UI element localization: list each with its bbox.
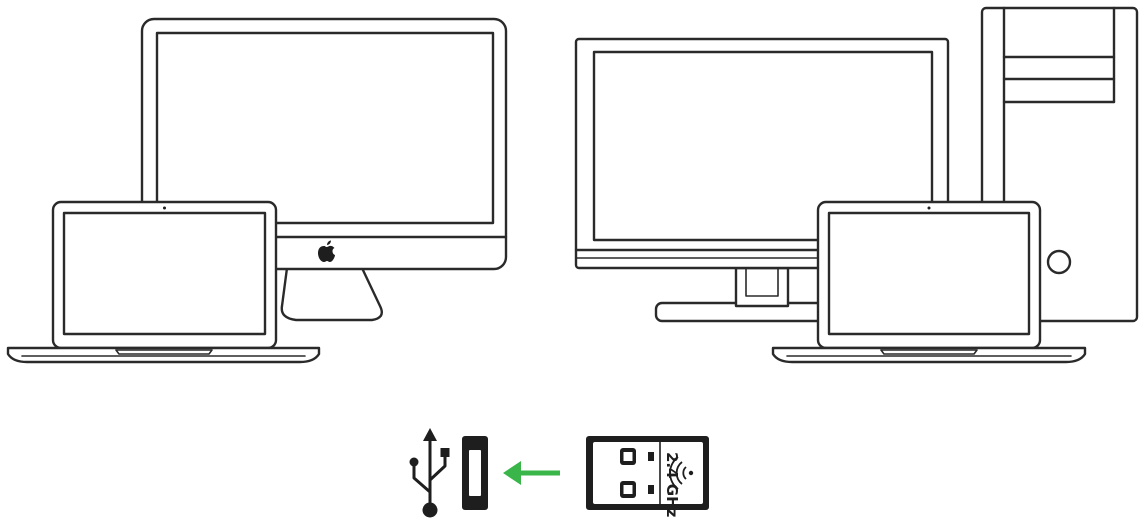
usb-symbol-icon: [409, 428, 450, 518]
wireless-usb-dongle-icon: 2.4 GHz: [586, 436, 709, 518]
insert-arrow-icon: [503, 461, 560, 485]
wireless-signal-icon: [669, 456, 694, 490]
usb-port-icon: [462, 436, 488, 510]
windows-laptop-icon: [771, 200, 1087, 364]
apple-logo-icon: [318, 240, 335, 262]
dongle-frequency-label: 2.4 GHz: [663, 452, 681, 518]
macbook-laptop-icon: [6, 200, 321, 364]
